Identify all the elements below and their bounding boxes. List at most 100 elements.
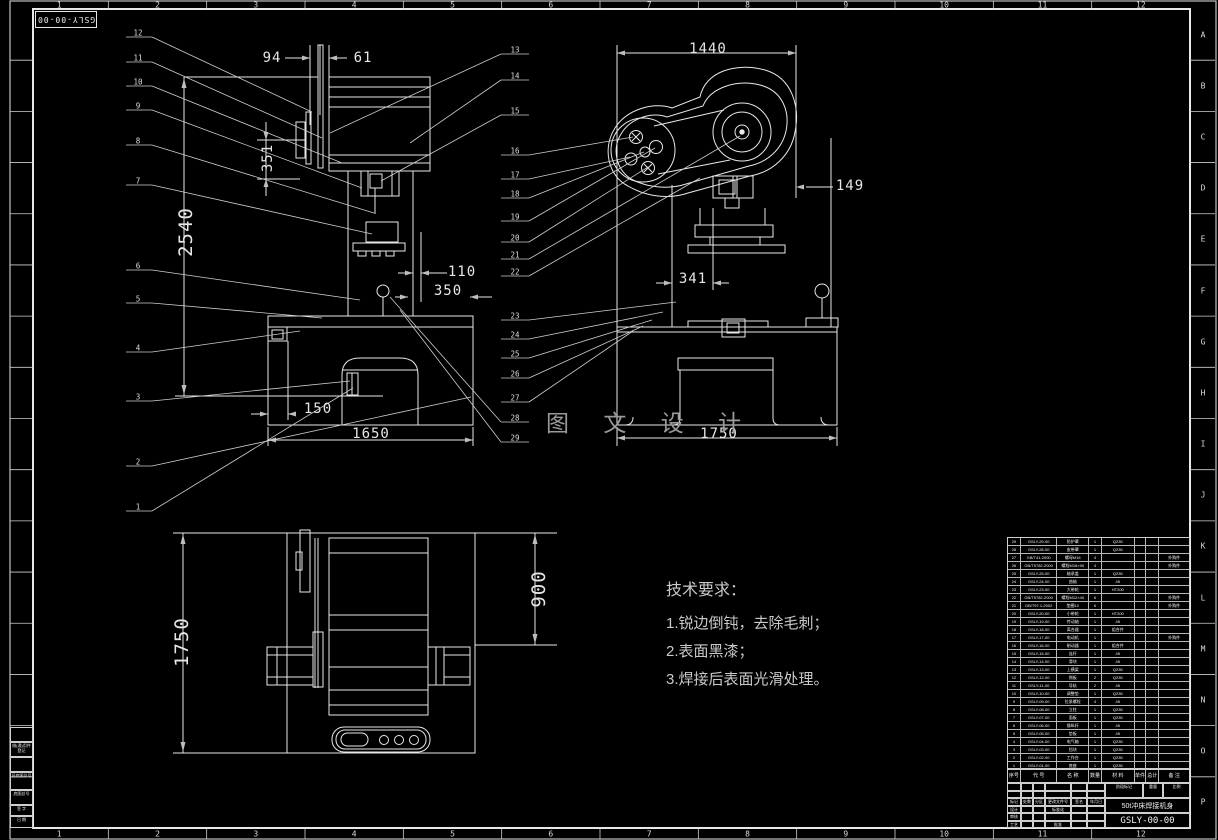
border-column-number: 4 bbox=[351, 829, 357, 839]
leader-line bbox=[528, 135, 741, 260]
bom-header-cell: 名 称 bbox=[1057, 770, 1090, 782]
title-block-label: 更改文件号 bbox=[1045, 798, 1071, 806]
leader-line bbox=[528, 325, 644, 379]
border-column-number: 12 bbox=[1136, 0, 1146, 9]
bom-header-cell: 材 料 bbox=[1102, 770, 1135, 782]
bom-cell bbox=[1146, 698, 1160, 705]
bom-header-cell: 数量 bbox=[1089, 770, 1102, 782]
bom-cell bbox=[1159, 586, 1189, 593]
leader-line bbox=[528, 177, 701, 277]
bom-cell: 1 bbox=[1089, 714, 1102, 721]
bom-cell bbox=[1159, 714, 1189, 721]
bom-cell: 2 bbox=[1008, 754, 1021, 761]
bom-header-row: 序号代 号名 称数量材 料单件总计备 注 bbox=[1007, 769, 1190, 783]
bom-cell bbox=[1135, 594, 1147, 601]
bom-cell: Q235 bbox=[1102, 714, 1135, 721]
bom-cell: 12 bbox=[1008, 674, 1021, 681]
bom-cell bbox=[1135, 714, 1147, 721]
border-row-letter: A bbox=[1200, 30, 1206, 40]
bom-cell: Q235 bbox=[1102, 538, 1135, 545]
callout-number: 22 bbox=[510, 267, 520, 277]
callout-number: 16 bbox=[510, 146, 520, 156]
bom-cell: 26 bbox=[1008, 562, 1021, 569]
bom-cell bbox=[1159, 746, 1189, 753]
bom-cell bbox=[1146, 730, 1160, 737]
bom-cell: GSLY-04-00 bbox=[1021, 738, 1058, 745]
bom-cell: GSLY-09-00 bbox=[1021, 698, 1058, 705]
bom-cell: 45 bbox=[1102, 722, 1135, 729]
bom-cell: 22 bbox=[1008, 594, 1021, 601]
bom-cell: 外购件 bbox=[1168, 595, 1181, 600]
callout-number: 12 bbox=[133, 28, 143, 38]
bom-cell: GSLY-01-00 bbox=[1021, 762, 1058, 770]
bom-cell bbox=[1146, 666, 1160, 673]
bom-cell bbox=[1159, 610, 1189, 617]
bom-cell bbox=[1159, 570, 1189, 577]
bom-cell bbox=[1135, 698, 1147, 705]
bom-cell: GSLY-28-00 bbox=[1021, 546, 1058, 553]
leader-line bbox=[151, 302, 323, 319]
bom-cell: GSLY-24-00 bbox=[1021, 578, 1058, 585]
border-column-number: 7 bbox=[646, 0, 652, 9]
bom-cell: 16 bbox=[1008, 642, 1021, 649]
bom-cell bbox=[1159, 618, 1189, 625]
dim-side-column-depth: 341 bbox=[678, 271, 708, 287]
technical-requirement-item: 3.焊接后表面光滑处理。 bbox=[666, 671, 829, 688]
callout-number: 13 bbox=[510, 45, 520, 55]
bom-cell bbox=[1135, 650, 1147, 657]
bom-cell bbox=[1159, 578, 1189, 585]
bom-cell: GSLY-13-00 bbox=[1021, 666, 1058, 673]
bom-cell: GB/T97.1-2002 bbox=[1021, 602, 1058, 609]
bom-cell: 45 bbox=[1102, 698, 1135, 705]
bom-cell: 45 bbox=[1102, 682, 1135, 689]
leader-line bbox=[389, 296, 502, 423]
bom-cell: 1 bbox=[1089, 570, 1102, 577]
border-column-number: 8 bbox=[745, 829, 750, 839]
title-block-stage-cell: 阶段标记 bbox=[1105, 783, 1143, 798]
title-block-cell bbox=[1033, 813, 1045, 821]
dim-side-overall-depth: 1440 bbox=[689, 41, 727, 57]
bom-cell: 侧板 bbox=[1057, 674, 1090, 681]
bom-cell: 挡块 bbox=[1057, 746, 1090, 753]
bom-cell bbox=[1146, 690, 1160, 697]
title-block-cell bbox=[1087, 790, 1105, 798]
bom-cell bbox=[1146, 738, 1160, 745]
scale-label: 比例 bbox=[1172, 784, 1181, 789]
border-column-number: 6 bbox=[548, 0, 554, 9]
border-row-letter: K bbox=[1200, 541, 1206, 551]
title-block-label: 审核 bbox=[1007, 813, 1021, 821]
bom-cell bbox=[1146, 746, 1160, 753]
border-column-number: 1 bbox=[56, 829, 62, 839]
leader-line bbox=[528, 151, 645, 199]
bom-cell: GSLY-06-00 bbox=[1021, 722, 1058, 729]
bom-header-cell: 代 号 bbox=[1021, 770, 1058, 782]
border-row-letter: J bbox=[1200, 490, 1206, 500]
leader-line bbox=[151, 380, 351, 402]
bom-cell: 外购件 bbox=[1168, 555, 1181, 560]
leader-line bbox=[151, 109, 363, 189]
bom-cell: Q235 bbox=[1102, 738, 1135, 745]
border-column-number: 11 bbox=[1037, 0, 1048, 9]
watermark-text: 图 文 设 计 bbox=[546, 410, 756, 436]
dim-plan-base-length: 1750 bbox=[171, 617, 193, 667]
bom-cell bbox=[1146, 570, 1160, 577]
border-row-letter: M bbox=[1200, 644, 1206, 654]
title-block-cell bbox=[1087, 813, 1105, 821]
title-block-cell bbox=[1045, 813, 1071, 821]
bom-cell: GSLY-08-00 bbox=[1021, 706, 1058, 713]
bom-cell: 25 bbox=[1008, 570, 1021, 577]
title-block-weight-cell: 重量 bbox=[1143, 783, 1163, 798]
bom-cell: 螺栓M16×90 bbox=[1057, 562, 1090, 569]
corner-drawing-number-box: GSLY-00-00 bbox=[35, 11, 97, 28]
bom-cell: GB/T41-2000 bbox=[1021, 554, 1058, 561]
bom-cell bbox=[1135, 554, 1147, 561]
bom-cell bbox=[1102, 602, 1135, 609]
margin-cell bbox=[10, 727, 33, 742]
